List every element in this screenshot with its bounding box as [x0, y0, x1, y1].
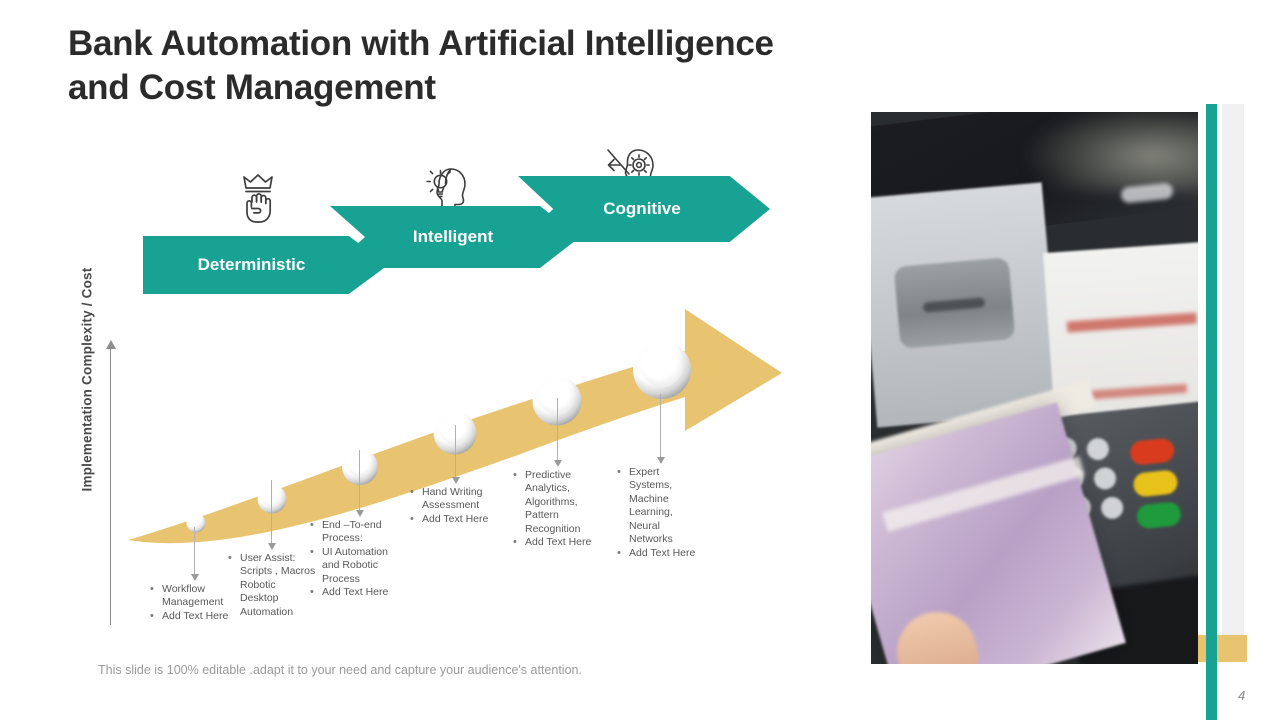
atm-photo: [871, 112, 1198, 664]
callout-line: and Robotic: [322, 559, 379, 572]
callout-line: Learning,: [629, 506, 673, 519]
stage-chevron-cognitive[interactable]: Cognitive: [518, 176, 770, 242]
callout-line: End –To-end: [310, 518, 415, 533]
callout-line: Algorithms,: [525, 495, 578, 508]
callout-line: Neural: [629, 519, 660, 532]
curve-node-6: [633, 341, 691, 399]
stage-chevron-intelligent[interactable]: Intelligent: [330, 206, 580, 268]
callout-line: Desktop: [240, 592, 279, 605]
y-axis-arrowhead: [106, 340, 116, 349]
callout-extra: Add Text Here: [513, 535, 613, 550]
callout-line: Process: [322, 572, 360, 585]
callout-line: Expert: [617, 465, 717, 480]
callout-line: Management: [162, 596, 224, 609]
callout-workflow-management: Workflow Management Add Text Here: [150, 582, 250, 624]
head-lightbulb-icon: [421, 163, 473, 216]
y-axis-label: Implementation Complexity / Cost: [79, 267, 95, 492]
decorative-teal-bar: [1206, 104, 1217, 720]
callout-hand-writing-assessment: Hand Writing Assessment Add Text Here: [410, 485, 510, 527]
curve-node-1: [186, 513, 206, 533]
callout-line: Predictive: [513, 468, 613, 483]
stage-label-deterministic: Deterministic: [197, 255, 306, 274]
page-title: Bank Automation with Artificial Intellig…: [68, 24, 774, 107]
page-number: 4: [1238, 688, 1246, 703]
callout-user-assist: User Assist: Scripts , Macros Robotic De…: [228, 551, 333, 619]
curve-node-3: [342, 449, 378, 485]
callout-expert-systems: Expert Systems, Machine Learning, Neural…: [617, 465, 717, 561]
callout-extra: Add Text Here: [410, 512, 510, 527]
crown-fist-icon: [236, 172, 280, 233]
stage-label-cognitive: Cognitive: [603, 199, 681, 218]
leader-line-6: [656, 394, 665, 464]
callout-line: Analytics,: [525, 482, 570, 495]
callout-line: Workflow: [150, 582, 250, 597]
callout-line: Recognition: [525, 522, 581, 535]
callout-extra: Add Text Here: [150, 609, 250, 624]
leader-line-5: [553, 398, 562, 467]
photo-layer-screen-glow: [1021, 112, 1198, 192]
footer-note: This slide is 100% editable .adapt it to…: [98, 663, 582, 677]
callout-line: Pattern: [525, 509, 559, 522]
callout-line: Robotic: [240, 578, 276, 591]
y-axis-line: [110, 345, 111, 625]
callout-line: Assessment: [422, 499, 480, 512]
callout-extra: Add Text Here: [310, 585, 415, 600]
decorative-gray-bar: [1222, 104, 1244, 649]
callout-predictive-analytics: Predictive Analytics, Algorithms, Patter…: [513, 468, 613, 550]
leader-line-3: [355, 450, 364, 517]
callout-line: UI Automation: [310, 545, 415, 560]
callout-line: User Assist:: [228, 551, 333, 566]
leader-line-1: [190, 527, 199, 581]
head-gear-arrow-icon: [605, 146, 659, 197]
callout-end-to-end-process: End –To-end Process: UI Automation and R…: [310, 518, 415, 600]
callout-extra: Add Text Here: [617, 546, 717, 561]
callout-line: Scripts , Macros: [240, 565, 316, 578]
callout-line: Machine: [629, 492, 669, 505]
curve-node-2: [257, 484, 287, 514]
stage-label-intelligent: Intelligent: [412, 227, 494, 246]
callout-line: Hand Writing: [410, 485, 510, 500]
callout-line: Automation: [240, 605, 294, 618]
callout-line: Systems,: [629, 479, 673, 492]
callout-line: Process:: [322, 532, 363, 545]
leader-line-4: [451, 425, 460, 484]
leader-line-2: [267, 480, 276, 550]
callout-line: Networks: [629, 533, 673, 546]
